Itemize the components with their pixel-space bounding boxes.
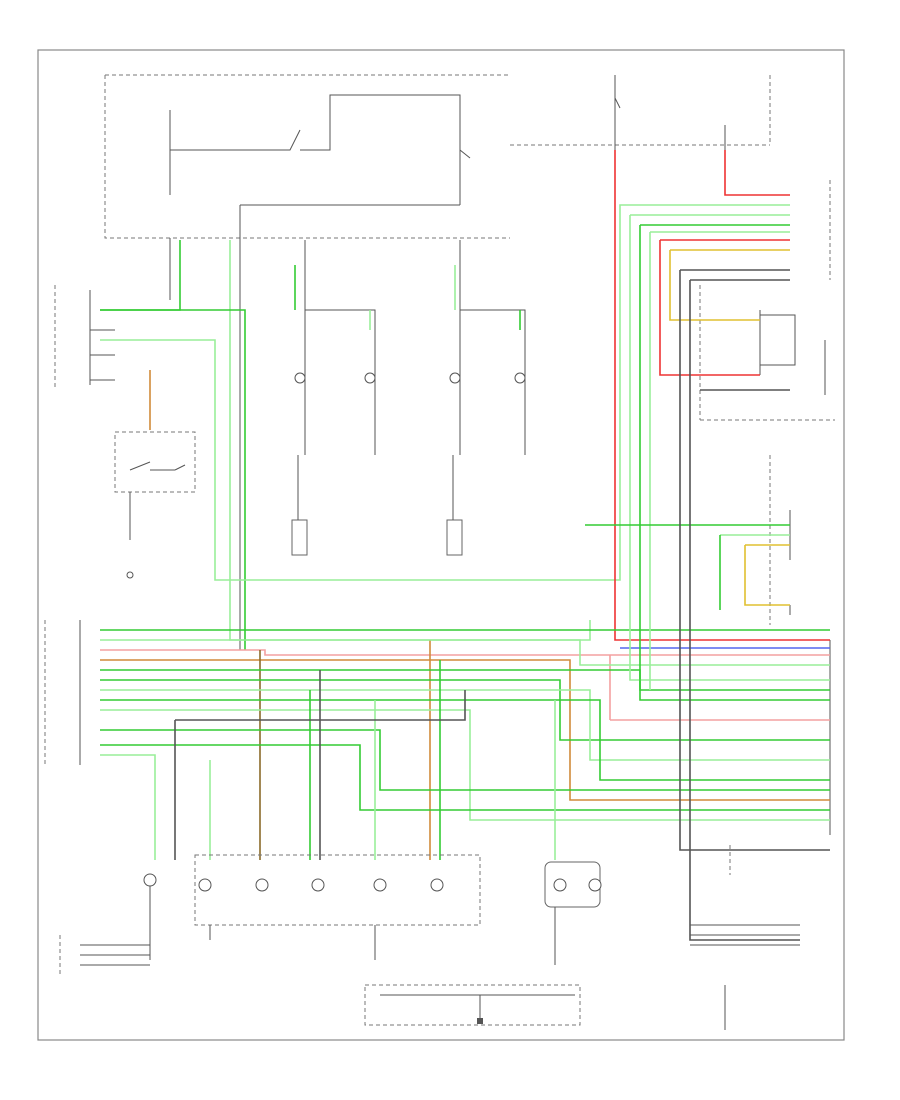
hazard-switch [769, 455, 791, 625]
ground-bus-bottom [364, 984, 581, 1026]
license-lamp [544, 861, 602, 965]
lamp [373, 878, 387, 892]
right-bottom-connector [690, 845, 800, 1030]
left-bottom-connector [44, 620, 81, 765]
fuse-relay-box-left [104, 74, 510, 650]
headlamp-switch-connector [54, 285, 115, 390]
daytime-running-relay-left [291, 240, 376, 556]
lamp [255, 878, 269, 892]
wiring-harness [100, 150, 830, 941]
rear-lamp-cluster-left [194, 854, 481, 960]
lamp [198, 878, 212, 892]
light-control-switch [114, 431, 196, 579]
diagram-frame [37, 49, 845, 1041]
lamp [430, 878, 444, 892]
daytime-running-relay-right [446, 240, 526, 556]
fuse-relay-box-right [510, 75, 771, 150]
left-marker-lamp [59, 873, 157, 975]
turn-signal-switch [699, 285, 835, 421]
lamp [311, 878, 325, 892]
